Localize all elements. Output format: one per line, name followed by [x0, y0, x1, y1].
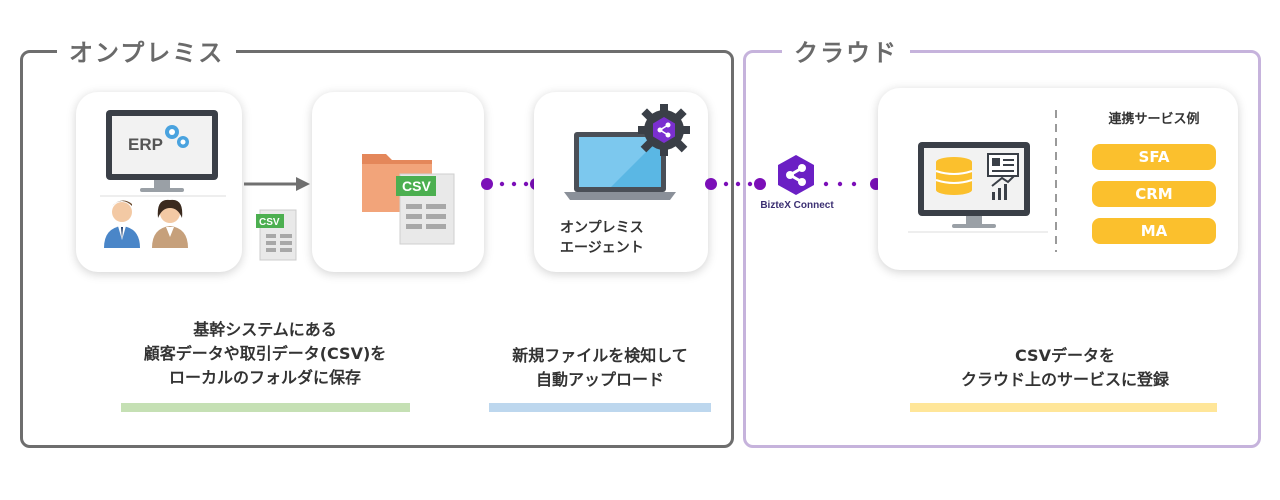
- agent-label-line2: エージェント: [560, 240, 644, 256]
- bizlex-connect-label: BizteX Connect: [760, 200, 834, 211]
- laptop-icon: [564, 104, 690, 200]
- step3-caption: CSVデータを クラウド上のサービスに登録: [900, 344, 1230, 392]
- bizlex-connect-logo-icon: [778, 155, 814, 195]
- agent-label-line1: オンプレミス: [560, 220, 644, 236]
- step1-caption: 基幹システムにある 顧客データや取引データ(CSV)を ローカルのフォルダに保存: [100, 318, 430, 390]
- step1-caption-line3: ローカルのフォルダに保存: [168, 368, 361, 387]
- database-icon: [935, 157, 973, 195]
- dashed-divider: [1055, 110, 1057, 252]
- document-icon: [987, 153, 1019, 177]
- step3-caption-line1: CSVデータを: [1015, 346, 1115, 365]
- service-pill-ma: MA: [1092, 218, 1216, 244]
- cloud-monitor-icon: [908, 142, 1048, 233]
- step3-caption-line2: クラウド上のサービスに登録: [960, 370, 1169, 389]
- agent-label: オンプレミス エージェント: [540, 218, 680, 258]
- flow-arrow-1: [244, 177, 310, 191]
- services-header: 連携サービス例: [1108, 112, 1200, 127]
- csv-file-small-icon: CSV: [256, 209, 297, 261]
- dot-connector-2: [705, 178, 766, 190]
- erp-screen-text: ERP: [128, 135, 163, 154]
- service-pill-sfa: SFA: [1092, 144, 1216, 170]
- step2-caption: 新規ファイルを検知して 自動アップロード: [480, 344, 720, 392]
- step1-bar: [121, 403, 410, 412]
- gear-icon: [638, 104, 690, 156]
- step1-caption-line2: 顧客データや取引データ(CSV)を: [143, 344, 387, 363]
- step2-caption-line1: 新規ファイルを検知して: [512, 346, 688, 365]
- onpremise-frame: オンプレミス: [20, 33, 734, 448]
- step1-caption-line1: 基幹システムにある: [193, 320, 337, 339]
- step2-caption-line2: 自動アップロード: [535, 370, 664, 389]
- dot-connector-3: [823, 178, 882, 190]
- erp-monitor-icon: ERP: [106, 110, 218, 192]
- chart-up-icon: [991, 175, 1015, 200]
- cloud-frame: クラウド: [743, 33, 1261, 448]
- step3-bar: [910, 403, 1217, 412]
- service-pill-crm: CRM: [1092, 181, 1216, 207]
- cloud-title: クラウド: [782, 33, 910, 68]
- csv-folder-text: CSV: [402, 178, 431, 194]
- users-icon: [100, 195, 226, 248]
- step2-bar: [489, 403, 711, 412]
- onpremise-title: オンプレミス: [57, 33, 237, 68]
- csv-small-text: CSV: [259, 217, 280, 228]
- csv-folder-icon: CSV: [362, 154, 455, 245]
